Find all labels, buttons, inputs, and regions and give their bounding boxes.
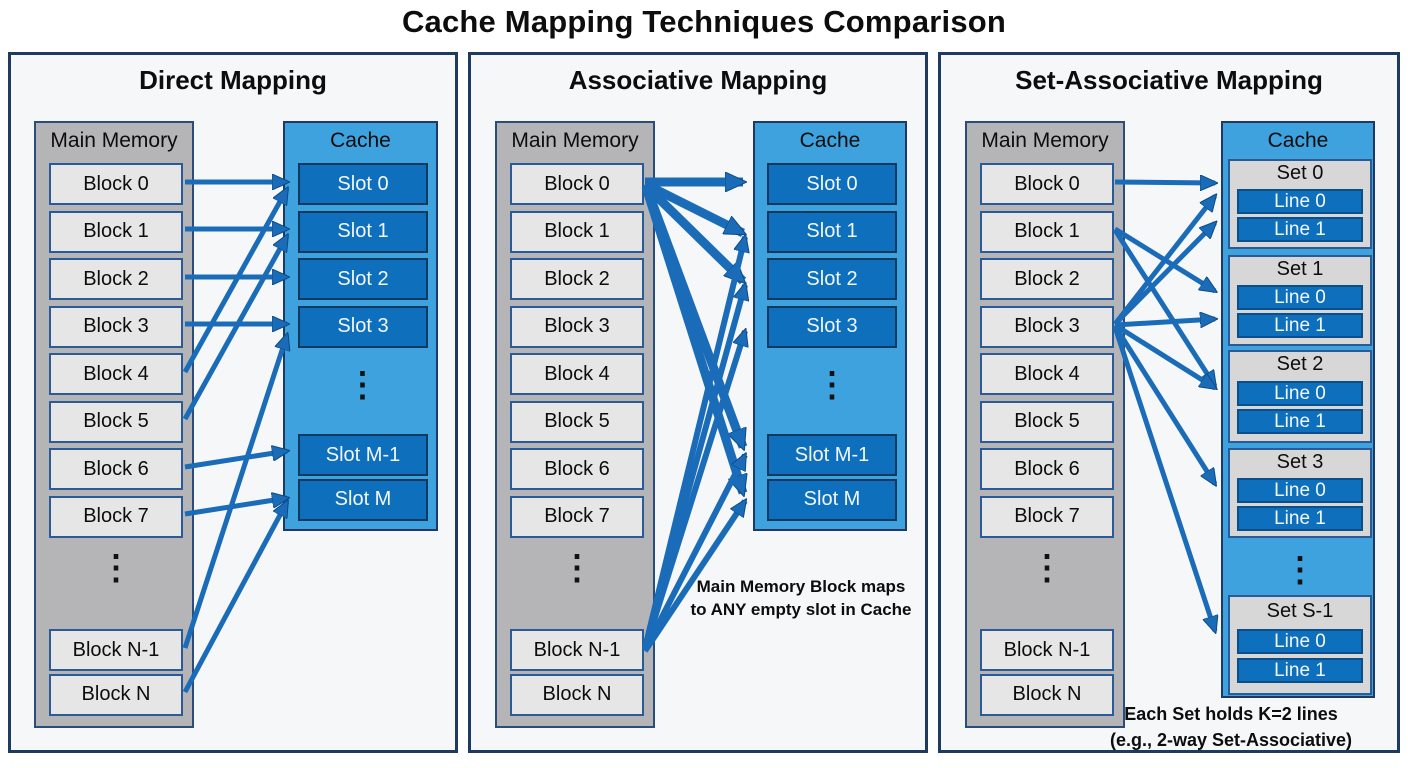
cache-line: Line 1 — [1237, 658, 1363, 683]
cache-line: Line 0 — [1237, 285, 1363, 310]
associative-note-line1: Main Memory Block maps — [696, 577, 906, 596]
cache-title: Cache — [799, 129, 861, 152]
memory-block: Block 3 — [49, 305, 183, 348]
cache-line: Line 1 — [1237, 217, 1363, 242]
cache-line: Line 1 — [1237, 313, 1363, 338]
cache-box: Cache Slot 0 Slot 1 Slot 2 Slot 3 ⋮ Slot… — [753, 121, 907, 531]
set-associative-note-line2: (e.g., 2-way Set-Associative) — [1109, 730, 1353, 750]
cache-slot: Slot M — [767, 478, 897, 521]
cache-slot: Slot M-1 — [767, 434, 897, 476]
memory-block: Block 4 — [49, 353, 183, 395]
memory-block: Block N — [49, 673, 183, 716]
vertical-ellipsis: ⋮ — [99, 549, 133, 587]
set-box: Set 2 Line 0 Line 1 — [1228, 350, 1372, 443]
memory-block: Block N — [980, 673, 1114, 716]
set-label: Set 1 — [1276, 258, 1324, 280]
associative-note-line2: to ANY empty slot in Cache — [690, 600, 912, 619]
memory-block: Block 5 — [510, 400, 644, 443]
cache-slot: Slot 0 — [298, 163, 428, 205]
set-box: Set S-1 Line 0 Line 1 — [1228, 595, 1372, 695]
vertical-ellipsis: ⋮ — [815, 366, 849, 404]
memory-block: Block 7 — [510, 495, 644, 538]
memory-block: Block 7 — [980, 495, 1114, 538]
panel-associative-heading: Associative Mapping — [568, 65, 828, 95]
vertical-ellipsis: ⋮ — [1283, 551, 1317, 589]
cache-slot: Slot M — [298, 478, 428, 521]
main-memory-box: Main Memory Block 0 Block 1 Block 2 Bloc… — [34, 121, 194, 728]
memory-block: Block 6 — [510, 448, 644, 490]
cache-title: Cache — [330, 129, 391, 152]
memory-block: Block 6 — [980, 448, 1114, 490]
memory-block: Block 2 — [510, 258, 644, 300]
cache-box: Cache Slot 0 Slot 1 Slot 2 Slot 3 ⋮ Slot… — [283, 121, 438, 531]
memory-block: Block N-1 — [49, 629, 183, 671]
set-associative-note: Each Set holds K=2 lines (e.g., 2-way Se… — [1061, 701, 1401, 753]
panel-direct-mapping: Direct Mapping Main Memory Block 0 Block… — [8, 52, 458, 753]
memory-block: Block 4 — [510, 353, 644, 395]
diagram-title: Cache Mapping Techniques Comparison — [401, 4, 1007, 39]
set-box: Set 3 Line 0 Line 1 — [1228, 448, 1372, 538]
main-memory-title: Main Memory — [511, 129, 639, 152]
cache-slot: Slot 3 — [767, 305, 897, 348]
memory-block: Block 1 — [510, 210, 644, 253]
panel-direct-heading: Direct Mapping — [139, 65, 327, 95]
memory-block: Block 5 — [980, 400, 1114, 443]
memory-block: Block 2 — [980, 258, 1114, 300]
main-memory-box: Main Memory Block 0 Block 1 Block 2 Bloc… — [965, 121, 1125, 728]
memory-block: Block 6 — [49, 448, 183, 490]
main-memory-title: Main Memory — [50, 129, 178, 152]
memory-block: Block 1 — [980, 210, 1114, 253]
set-label: Set S-1 — [1266, 600, 1334, 622]
memory-block: Block 2 — [49, 258, 183, 300]
vertical-ellipsis: ⋮ — [345, 366, 380, 404]
cache-slot: Slot 1 — [767, 210, 897, 253]
set-box: Set 1 Line 0 Line 1 — [1228, 255, 1372, 346]
memory-block: Block 0 — [510, 163, 644, 205]
memory-block: Block N — [510, 673, 644, 716]
cache-slot: Slot 2 — [298, 258, 428, 300]
associative-note: Main Memory Block maps to ANY empty slot… — [671, 575, 931, 621]
memory-block: Block 0 — [980, 163, 1114, 205]
panel-set-associative-heading: Set-Associative Mapping — [1015, 65, 1323, 95]
set-label: Set 2 — [1276, 353, 1324, 375]
cache-box: Cache Set 0 Line 0 Line 1 Set 1 Line 0 L… — [1221, 121, 1375, 698]
set-label: Set 3 — [1276, 451, 1324, 473]
vertical-ellipsis: ⋮ — [560, 549, 594, 587]
memory-block: Block N-1 — [980, 629, 1114, 671]
memory-block: Block N-1 — [510, 629, 644, 671]
vertical-ellipsis: ⋮ — [1030, 549, 1064, 587]
cache-slot: Slot 0 — [767, 163, 897, 205]
cache-slot: Slot M-1 — [298, 434, 428, 476]
cache-line: Line 0 — [1237, 478, 1363, 503]
main-memory-box: Main Memory Block 0 Block 1 Block 2 Bloc… — [495, 121, 655, 728]
set-associative-note-line1: Each Set holds K=2 lines — [1124, 704, 1338, 724]
main-memory-title: Main Memory — [981, 129, 1109, 152]
cache-line: Line 1 — [1237, 409, 1363, 434]
memory-block: Block 3 — [510, 305, 644, 348]
panel-set-associative-mapping: Set-Associative Mapping Main Memory Bloc… — [938, 52, 1400, 753]
memory-block: Block 0 — [49, 163, 183, 205]
set-box: Set 0 Line 0 Line 1 — [1228, 159, 1372, 249]
memory-block: Block 3 — [980, 305, 1114, 348]
memory-block: Block 5 — [49, 400, 183, 443]
memory-block: Block 1 — [49, 210, 183, 253]
cache-slot: Slot 3 — [298, 305, 428, 348]
cache-line: Line 0 — [1237, 381, 1363, 406]
memory-block: Block 4 — [980, 353, 1114, 395]
cache-line: Line 0 — [1237, 629, 1363, 654]
cache-title: Cache — [1267, 129, 1329, 152]
cache-line: Line 0 — [1237, 189, 1363, 214]
cache-slot: Slot 1 — [298, 210, 428, 253]
set-label: Set 0 — [1276, 162, 1324, 184]
cache-slot: Slot 2 — [767, 258, 897, 300]
memory-block: Block 7 — [49, 495, 183, 538]
panel-associative-mapping: Associative Mapping Main Memory Block 0 … — [468, 52, 928, 753]
cache-line: Line 1 — [1237, 506, 1363, 531]
